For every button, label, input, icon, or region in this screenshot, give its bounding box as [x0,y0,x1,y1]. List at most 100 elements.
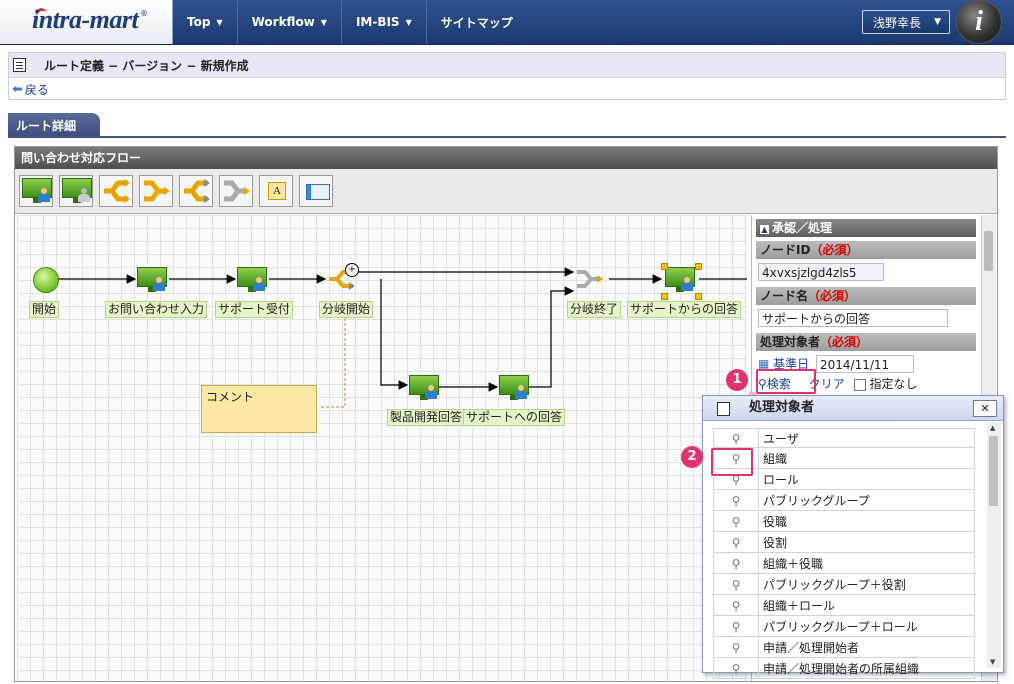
popup-item-org-role[interactable]: ⚲ 組織＋ロール [713,596,975,616]
brand-icon[interactable]: i [956,0,1002,44]
popup-item-public-group[interactable]: ⚲パブリックグループ [713,491,975,511]
magnifier-icon[interactable]: ⚲ [714,575,759,594]
text-a-icon: A [268,182,286,200]
nav-item-top[interactable]: Top▼ [173,0,238,44]
popup-title: 処理対象者 [749,400,815,415]
popup-item-label: 組織＋ロール [763,599,836,613]
nav-item-label: Top [187,15,211,29]
inquiry-input-label: お問い合わせ入力 [105,301,208,318]
support-accept-label: サポート受付 [215,301,294,318]
popup-item-label: 組織 [763,452,788,466]
collapse-icon[interactable]: ▲ [760,225,769,234]
magnifier-icon[interactable]: ⚲ [714,596,759,615]
search-label: 検索 [766,377,791,391]
nav-item-im-bis[interactable]: IM-BIS▼ [342,0,427,44]
branch-end-node[interactable] [575,267,605,291]
flow-canvas[interactable]: 開始 お問い合わせ入力 サポート受付 + 分岐開始 分岐終了 [17,215,747,681]
process-node-tool[interactable] [59,175,93,207]
back-link[interactable]: ⬅ 戻る [9,78,1005,100]
magnifier-icon[interactable]: ⚲ [714,491,759,510]
popup-scrollbar[interactable]: ▲ ▼ [987,422,1001,668]
support-answer-node[interactable] [665,267,695,293]
user-name: 浅野幸長 [873,15,922,30]
caret-down-icon: ▼ [405,17,412,27]
selection-handle[interactable] [661,263,668,270]
selection-handle[interactable] [695,263,702,270]
start-node-label: 開始 [29,301,60,318]
none-checkbox[interactable]: 指定なし [854,377,918,391]
clear-link[interactable]: クリア [809,377,845,391]
comment-tool[interactable]: A [259,175,293,207]
popup-item-public-group-duty[interactable]: ⚲パブリックグループ＋役割 [713,575,975,595]
clear-label: クリア [808,377,845,391]
connector [529,286,575,388]
branch-start-icon [104,179,130,203]
magnifier-icon[interactable]: ⚲ [714,449,759,468]
flow-title: 問い合わせ対応フロー [15,147,997,169]
required-mark: （必須） [820,335,869,349]
document-icon [13,58,26,72]
approve-node-icon [22,178,52,204]
branch-start-alt-tool[interactable] [179,175,213,207]
branch-start-label: 分岐開始 [319,301,374,318]
page-title-row: ルート定義 − バージョン − 新規作成 [9,53,1005,78]
popup-item-public-group-role[interactable]: ⚲パブリックグループ＋ロール [713,617,975,637]
caret-down-icon: ▼ [934,17,941,27]
page-title: ルート定義 − バージョン − 新規作成 [44,58,249,73]
branch-end-tool[interactable] [139,175,173,207]
support-accept-node[interactable] [237,267,267,293]
magnifier-icon[interactable]: ⚲ [714,638,759,657]
magnifier-icon[interactable]: ⚲ [714,659,759,678]
approve-node-tool[interactable] [19,175,53,207]
popup-item-org[interactable]: ⚲ 組織 [713,449,975,469]
user-menu-button[interactable]: 浅野幸長 ▼ [862,10,950,34]
popup-item-applicant[interactable]: ⚲ 申請／処理開始者 [713,638,975,658]
popup-item-applicant-org[interactable]: ⚲申請／処理開始者の所属組織 [713,659,975,679]
scroll-down-icon[interactable]: ▼ [990,658,996,666]
section-approve-process[interactable]: ▲承認／処理 [756,219,976,237]
magnifier-icon[interactable]: ⚲ [714,429,759,447]
popup-item-role[interactable]: ⚲ロール [713,470,975,490]
scroll-up-icon[interactable]: ▲ [990,424,996,432]
start-node[interactable] [33,267,59,293]
selection-handle[interactable] [661,293,668,300]
popup-item-user[interactable]: ⚲ユーザ [713,428,975,448]
magnifier-icon[interactable]: ⚲ [714,554,759,573]
popup-item-org-post[interactable]: ⚲組織＋役職 [713,554,975,574]
popup-item-label: 役職 [763,515,788,529]
branch-end-icon [144,180,170,202]
target-label: 処理対象者 [760,335,821,349]
back-label: 戻る [24,82,49,97]
expand-plus-icon[interactable]: + [345,263,359,277]
window-tool[interactable] [299,175,333,207]
magnifier-icon[interactable]: ⚲ [714,617,759,636]
inquiry-input-node[interactable] [137,267,167,293]
magnifier-icon[interactable]: ⚲ [714,533,759,552]
close-button[interactable]: ✕ [973,400,997,417]
scroll-thumb[interactable] [989,436,998,506]
flow-connectors [57,267,747,408]
comment-note[interactable]: コメント [201,385,317,433]
nav-item-label: Workflow [251,15,315,29]
dev-answer-node[interactable] [409,375,439,401]
node-id-label: ノードID [760,243,811,257]
popup-item-duty[interactable]: ⚲役割 [713,533,975,553]
magnifier-icon[interactable]: ⚲ [714,470,759,489]
branch-end-alt-tool[interactable] [219,175,253,207]
answer-to-support-node[interactable] [499,375,529,401]
search-link[interactable]: ⚲検索 [758,377,791,391]
node-name-field[interactable]: サポートからの回答 [758,309,948,327]
popup-item-label: 申請／処理開始者 [763,641,860,655]
nav-item-workflow[interactable]: Workflow▼ [238,0,342,44]
popup-item-post[interactable]: ⚲ 役職 [713,512,975,532]
branch-start-tool[interactable] [99,175,133,207]
base-date-field[interactable]: 2014/11/11 [816,355,914,373]
magnifier-icon[interactable]: ⚲ [714,512,759,531]
scroll-thumb[interactable] [984,231,993,271]
calendar-icon[interactable]: ▦ [758,357,770,371]
node-id-field[interactable]: 4xvxsjzlgd4zls5 [758,263,884,281]
tab-route-detail[interactable]: ルート詳細 [8,113,100,137]
selection-handle[interactable] [695,293,702,300]
intra-mart-logo[interactable]: intra-mart ® [0,0,173,44]
nav-item-sitemap[interactable]: サイトマップ [427,0,527,44]
